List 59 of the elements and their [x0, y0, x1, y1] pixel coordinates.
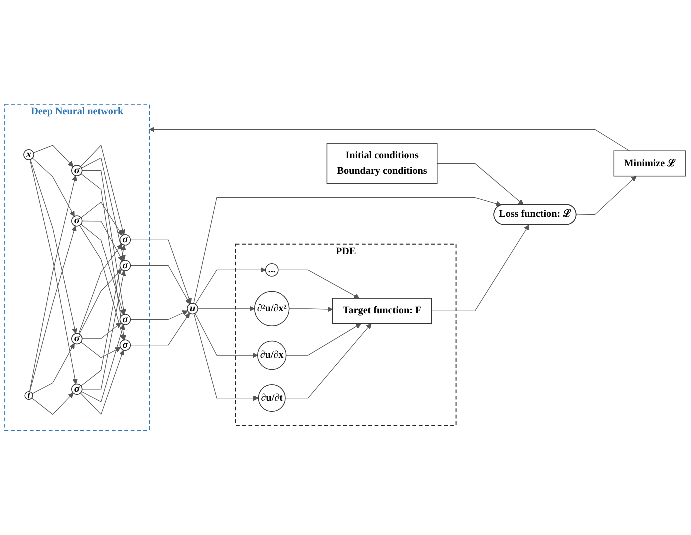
arrow	[82, 270, 126, 390]
node-circle	[72, 333, 83, 345]
arrow	[149, 126, 630, 152]
arrow	[30, 226, 77, 392]
arrow	[286, 324, 362, 356]
node-box	[332, 298, 432, 324]
arrow	[195, 267, 266, 305]
arrow	[32, 343, 75, 394]
arrow	[194, 313, 258, 358]
node-circle	[254, 291, 290, 327]
node-circle	[120, 340, 132, 351]
arrow	[80, 144, 126, 236]
arrow	[80, 174, 127, 340]
arrow	[285, 324, 372, 399]
node-circle	[120, 260, 132, 272]
node-circle	[24, 149, 34, 160]
arrow	[130, 313, 190, 346]
cluster	[4, 104, 150, 432]
arrow	[194, 197, 502, 304]
node-box	[614, 150, 686, 177]
node-circle	[120, 314, 132, 326]
arrow	[130, 265, 190, 304]
arrow	[437, 163, 524, 206]
arrow	[80, 350, 125, 416]
arrow	[81, 158, 126, 261]
arrow	[278, 270, 360, 299]
arrow	[80, 225, 126, 341]
arrow	[32, 158, 75, 217]
node-circle	[72, 384, 83, 396]
arrow	[80, 342, 122, 358]
arrow	[80, 224, 126, 315]
arrow	[33, 145, 74, 168]
node-circle	[72, 165, 83, 176]
arrow	[82, 220, 124, 262]
arrow	[80, 245, 126, 387]
node-circle	[187, 303, 198, 315]
arrow	[79, 269, 122, 335]
arrow	[30, 159, 78, 334]
arrow	[82, 170, 127, 315]
arrow	[289, 306, 334, 312]
node-box	[326, 143, 438, 184]
node-circle	[120, 234, 132, 246]
arrow	[32, 393, 74, 416]
node-circle	[258, 340, 287, 370]
cluster	[235, 244, 457, 426]
arrow	[82, 322, 122, 340]
arrow	[198, 306, 256, 312]
arrow	[78, 244, 123, 334]
arrow	[130, 310, 188, 320]
node-circle	[24, 391, 34, 400]
arrow	[431, 224, 530, 312]
arrow	[81, 324, 126, 403]
arrow	[576, 176, 637, 216]
node-circle	[258, 384, 286, 412]
arrow	[194, 314, 259, 402]
arrow	[80, 202, 123, 236]
node-circle	[265, 264, 279, 277]
node-circle	[72, 216, 83, 227]
arrow	[130, 240, 192, 304]
